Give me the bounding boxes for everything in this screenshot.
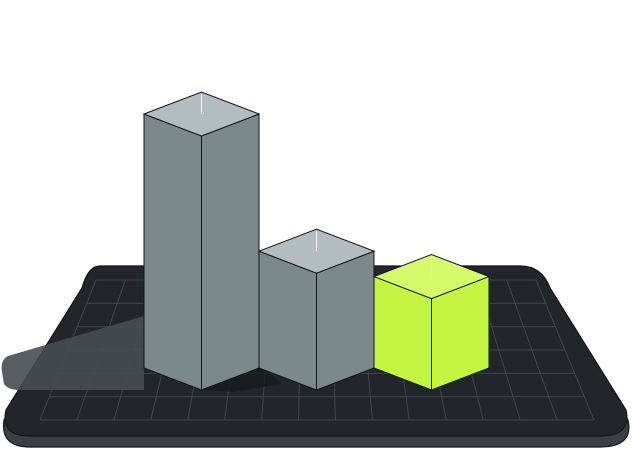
- bar-shadow: [201, 364, 282, 392]
- bar-face-left: [258, 250, 317, 391]
- bar-shadow: [1, 316, 144, 390]
- bar-face-left: [143, 113, 202, 391]
- bar-face-right: [201, 113, 260, 391]
- grid-line-v: [506, 279, 558, 421]
- bar-shadows: [1, 316, 282, 392]
- bar-face-right: [316, 250, 375, 391]
- bars: [142, 91, 491, 391]
- grid-line-v: [535, 279, 595, 421]
